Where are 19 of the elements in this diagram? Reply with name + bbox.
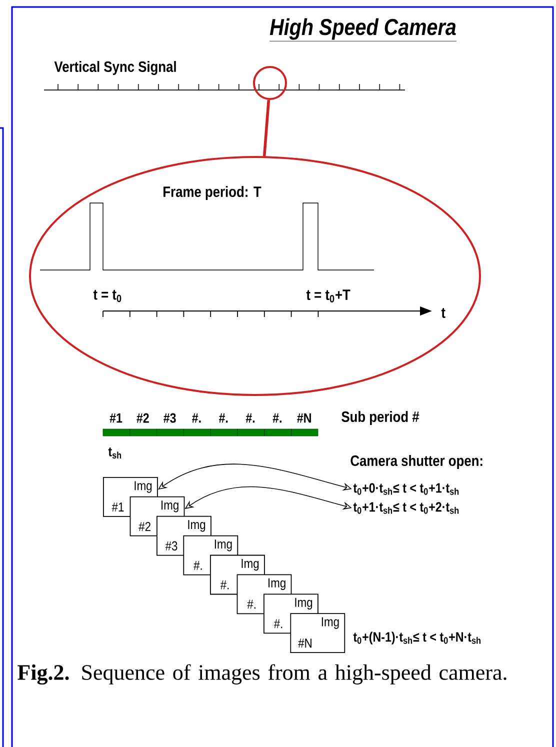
sub-period-number: #. [218, 413, 228, 423]
zoom-circle [253, 66, 287, 100]
sub-period-number: #. [192, 413, 201, 423]
sub-period-number: #. [246, 413, 255, 423]
title: High Speed Camera [269, 18, 457, 42]
sub-period-label: Sub period # [342, 411, 420, 425]
sub-period-number: #N [297, 413, 311, 423]
signal-label: Vertical Sync Signal [54, 60, 176, 76]
sub-period-number: #2 [136, 413, 149, 423]
time-range-text: t$_{0}$+0·t$_{sh}$≤ t < t$_{0}$+1·t$_{sh}$ [353, 483, 459, 495]
shutter-label: Camera shutter open: [350, 455, 482, 469]
time-range-text: t$_{0}$+1·t$_{sh}$≤ t < t$_{0}$+2·t$_{sh}$ [353, 502, 459, 514]
figure-caption: Fig.2. Sequence of images from a high-speed camera. [18, 664, 506, 685]
node-label: t$_{0}$+(N-1)·t$_{sh}$≤ t < t$_{0}$+N·t$_{sh}$ [353, 632, 480, 644]
sub-period-number: #. [272, 413, 282, 423]
connector-line [262, 100, 270, 156]
sub-period-number: #1 [110, 413, 122, 423]
sub-period-number: #3 [164, 413, 176, 423]
shutter-time-label: t$_{sh}$ [108, 447, 122, 459]
